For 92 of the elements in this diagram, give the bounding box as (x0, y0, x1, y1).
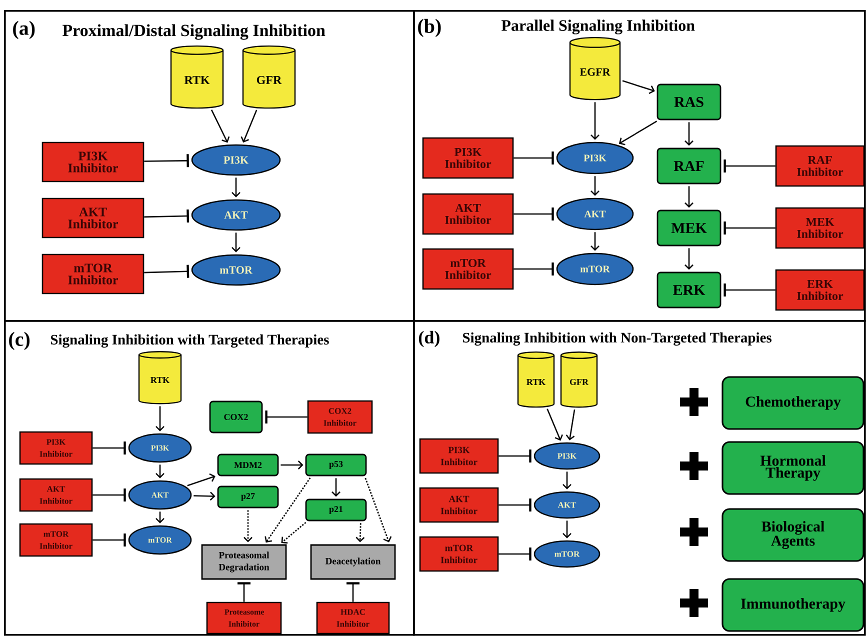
inhibitor-box: mTOR Inhibitor (419, 536, 499, 572)
inhibition-line (514, 262, 554, 276)
inhibitor-box: Proteasome Inhibitor (206, 602, 282, 634)
arrow (194, 492, 216, 501)
panel-title: Parallel Signaling Inhibition (501, 20, 695, 34)
inhibitor-box: HDAC Inhibitor (316, 602, 390, 634)
receptor-cylinder: RTK (517, 351, 555, 408)
dotted-arrow (264, 477, 311, 543)
arrow (232, 232, 240, 252)
arrow (156, 406, 164, 432)
dotted-arrow (364, 478, 392, 542)
panel-title: Signaling Inhibition with Targeted Therapies (50, 334, 329, 348)
inhibition-line (92, 442, 126, 454)
inhibition-line (498, 548, 532, 560)
process-box: Proteasomal Degradation (201, 544, 287, 580)
inhibition-line (724, 160, 776, 172)
therapy-box: Biological Agents (722, 508, 864, 562)
arrow (280, 460, 304, 470)
dotted-arrow (281, 522, 306, 544)
inhibition-line (346, 582, 360, 602)
therapy-box: Immunotherapy (722, 578, 864, 632)
inhibition-line (498, 450, 532, 462)
inhibitor-box: RAF Inhibitor (775, 145, 865, 187)
panel-title: Proximal/Distal Signaling Inhibition (62, 24, 326, 40)
inhibitor-box: mTOR Inhibitor (42, 254, 144, 294)
inhibition-line (498, 498, 532, 512)
protein-box: RAS (656, 84, 722, 120)
protein-box: MEK (656, 210, 722, 246)
inhibitor-box: mTOR Inhibitor (19, 523, 93, 557)
arrow (232, 178, 240, 198)
inhibition-line (514, 208, 554, 220)
arrow (684, 248, 694, 270)
protein-box: RAF (656, 148, 722, 184)
therapy-box: Hormonal Therapy (722, 441, 864, 495)
arrow (590, 102, 600, 140)
receptor-cylinder: GFR (242, 45, 296, 109)
inhibitor-box: AKT Inhibitor (419, 487, 499, 523)
arrow (187, 473, 216, 486)
inhibitor-box: AKT Inhibitor (422, 193, 514, 235)
arrow (156, 464, 164, 478)
inhibitor-box: PI3K Inhibitor (19, 431, 93, 465)
receptor-cylinder: EGFR (569, 36, 621, 100)
receptor-cylinder: GFR (560, 352, 598, 408)
arrow (562, 520, 572, 538)
inhibition-line (92, 534, 126, 546)
inhibitor-box: MEK Inhibitor (775, 207, 865, 249)
receptor-cylinder: RTK (170, 45, 224, 109)
arrow (590, 232, 600, 251)
arrow (332, 478, 340, 497)
arrow (684, 122, 694, 146)
protein-box: COX2 (209, 400, 263, 434)
inhibitor-box: PI3K Inhibitor (419, 438, 499, 474)
inhibitor-box: AKT Inhibitor (42, 198, 144, 238)
arrow (566, 409, 576, 440)
inhibition-line (144, 264, 190, 278)
panel-letter: (d) (419, 330, 440, 348)
inhibition-line (92, 488, 126, 502)
inhibitor-box: PI3K Inhibitor (42, 142, 144, 182)
arrow (684, 186, 694, 208)
protein-box: ERK (656, 272, 722, 308)
arrow (562, 472, 572, 490)
inhibition-line (238, 582, 250, 602)
arrow (622, 80, 655, 94)
arrow (546, 408, 563, 441)
panel-letter: (c) (9, 332, 30, 350)
protein-box: MDM2 (217, 454, 279, 476)
protein-box: p53 (305, 454, 367, 476)
inhibition-line (724, 222, 776, 234)
inhibition-line (144, 154, 189, 168)
dotted-arrow (244, 510, 252, 542)
panel-title: Signaling Inhibition with Non-Targeted Therapies (462, 332, 772, 346)
inhibitor-box: COX2 Inhibitor (307, 400, 373, 434)
therapy-box: Chemotherapy (722, 376, 864, 430)
arrow (240, 110, 258, 143)
receptor-cylinder: RTK (138, 351, 182, 404)
dotted-arrow (356, 523, 365, 542)
panel-letter: (b) (418, 18, 441, 38)
inhibition-line (265, 410, 308, 424)
arrow (618, 120, 658, 146)
protein-box: p21 (305, 498, 367, 522)
inhibitor-box: ERK Inhibitor (775, 269, 865, 311)
inhibitor-box: AKT Inhibitor (19, 478, 93, 512)
arrow (210, 110, 230, 143)
panel-letter: (a) (13, 20, 35, 40)
arrow (156, 512, 164, 524)
inhibition-line (514, 152, 554, 164)
inhibitor-box: mTOR Inhibitor (422, 248, 514, 290)
inhibitor-box: PI3K Inhibitor (422, 137, 514, 179)
arrow (590, 176, 600, 196)
inhibition-line (724, 284, 776, 296)
process-box: Deacetylation (310, 544, 396, 580)
protein-box: p27 (217, 486, 279, 508)
